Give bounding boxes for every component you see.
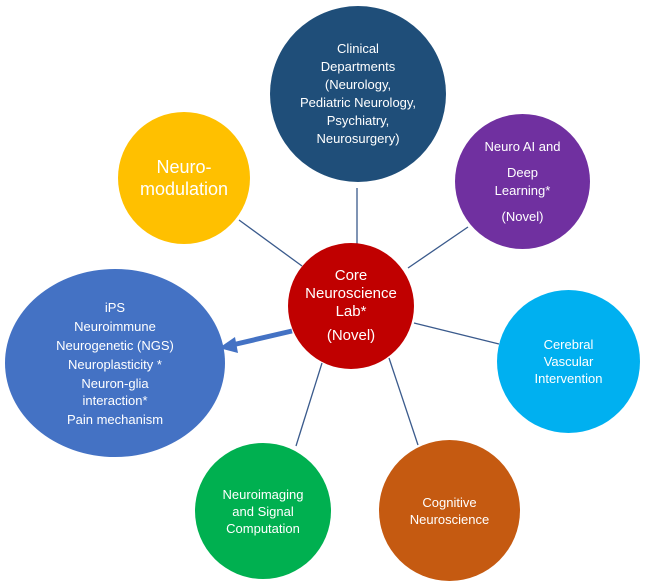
core-line-1: Core: [334, 267, 368, 284]
neuroimaging-line-2: and Signal: [232, 503, 294, 519]
clinical-line-5: Psychiatry,: [326, 113, 390, 128]
neuro-ai-line-3: Learning*: [494, 182, 551, 198]
clinical-line-4: Pediatric Neurology,: [299, 95, 417, 110]
core-line-2: Neuroscience: [305, 285, 397, 302]
topic-ips: iPS: [104, 299, 126, 315]
neuro-ai-line-1: Neuro AI and: [484, 138, 561, 154]
cerebral-line-2: Vascular: [543, 354, 594, 369]
arrow-shaft: [231, 328, 293, 348]
neuro-ai-node: Neuro AI and Deep Learning* (Novel): [455, 114, 590, 249]
connector-cerebral: [413, 322, 500, 345]
connector-neuroimaging: [295, 362, 323, 447]
topic-interaction: interaction*: [82, 392, 148, 408]
neuromodulation-node: Neuro- modulation: [118, 112, 250, 244]
neuromodulation-line-2: modulation: [139, 179, 229, 199]
connector-cognitive: [388, 357, 419, 446]
core-tag: (Novel): [326, 327, 376, 344]
topic-neuron-glia: Neuron-glia: [81, 375, 149, 391]
neuromodulation-line-1: Neuro-: [156, 157, 212, 177]
topic-neurogenetic: Neurogenetic (NGS): [56, 337, 174, 353]
neuroimaging-line-3: Computation: [226, 520, 300, 536]
cerebral-vascular-node: Cerebral Vascular Intervention: [497, 290, 640, 433]
topic-neuroplasticity: Neuroplasticity *: [68, 356, 162, 372]
cognitive-line-2: Neuroscience: [409, 511, 490, 527]
topic-pain-mechanism: Pain mechanism: [66, 411, 164, 427]
connector-neuro-ai: [407, 226, 469, 269]
research-topics-node: iPS Neuroimmune Neurogenetic (NGS) Neuro…: [5, 269, 225, 457]
neuro-ai-line-4: (Novel): [501, 208, 544, 224]
clinical-line-1: Clinical: [337, 41, 379, 56]
neuro-ai-line-2: Deep: [506, 164, 539, 180]
cerebral-line-1: Cerebral: [543, 337, 594, 352]
connector-neuromodulation: [238, 219, 303, 267]
neuroimaging-node: Neuroimaging and Signal Computation: [195, 443, 331, 579]
clinical-departments-node: Clinical Departments (Neurology, Pediatr…: [270, 6, 446, 182]
cognitive-neuroscience-node: Cognitive Neuroscience: [379, 440, 520, 581]
clinical-line-3: (Neurology,: [324, 77, 392, 92]
cerebral-line-3: Intervention: [534, 371, 603, 386]
cognitive-line-1: Cognitive: [422, 494, 477, 510]
clinical-line-6: Neurosurgery): [316, 131, 400, 146]
neuroimaging-line-1: Neuroimaging: [222, 486, 304, 502]
clinical-line-2: Departments: [320, 59, 396, 74]
core-lab-node: Core Neuroscience Lab* (Novel): [288, 243, 414, 369]
topic-neuroimmune: Neuroimmune: [74, 318, 156, 334]
core-line-3: Lab*: [335, 303, 367, 320]
